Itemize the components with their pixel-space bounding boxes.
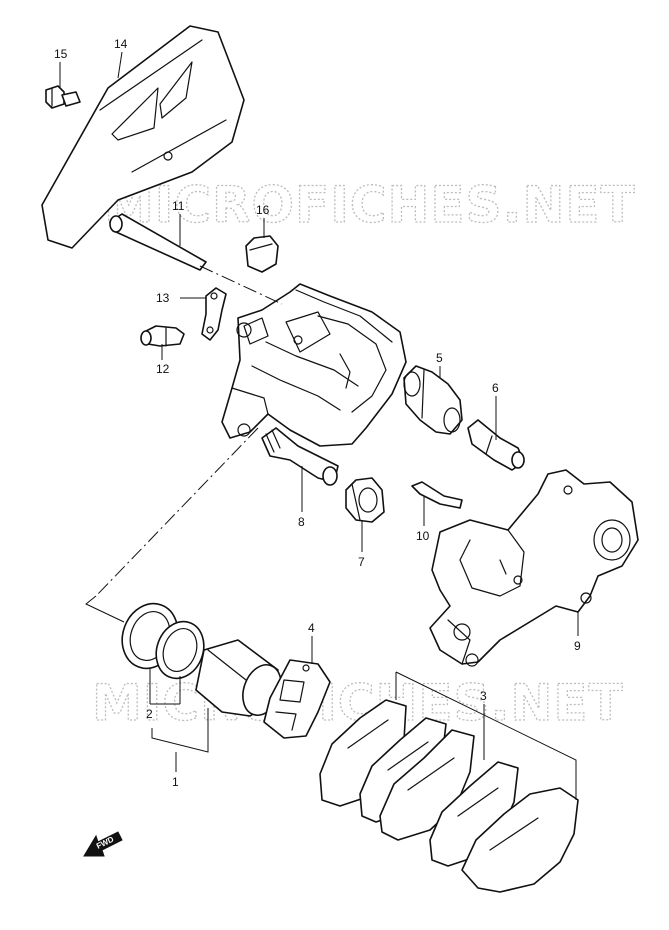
part-10-pad-spring[interactable] xyxy=(411,481,463,509)
callout-1: 1 xyxy=(172,775,179,789)
callout-8: 8 xyxy=(298,515,305,529)
part-9-caliper-bracket[interactable] xyxy=(429,469,639,667)
leader-14 xyxy=(117,51,123,79)
leader-bracket-1b xyxy=(151,708,209,753)
part-13-bleeder-cap[interactable] xyxy=(201,287,227,341)
callout-15: 15 xyxy=(54,47,68,61)
callout-2: 2 xyxy=(146,707,153,721)
caliper-body[interactable] xyxy=(221,283,407,447)
part-15-bolt[interactable] xyxy=(45,85,81,109)
callout-12: 12 xyxy=(156,362,170,376)
centerline-pin xyxy=(199,265,283,305)
callout-6: 6 xyxy=(492,381,499,395)
part-8-slide-pin[interactable] xyxy=(261,427,339,486)
callout-9: 9 xyxy=(574,639,581,653)
callout-5: 5 xyxy=(436,351,443,365)
part-7-boot[interactable] xyxy=(345,477,385,523)
part-5-boot[interactable] xyxy=(403,365,463,435)
part-16-cap[interactable] xyxy=(245,235,279,273)
fwd-arrow-icon: FWD xyxy=(83,831,123,857)
callout-16: 16 xyxy=(256,203,270,217)
leader-bracket-1 xyxy=(85,595,125,623)
callout-11: 11 xyxy=(172,199,185,213)
watermark-top: MICROFICHES.NET xyxy=(104,176,636,234)
leader-bracket-2 xyxy=(149,668,181,705)
callout-3: 3 xyxy=(480,689,487,703)
leader-bracket-3 xyxy=(395,671,577,800)
part-14-guard-plate[interactable] xyxy=(41,25,245,249)
centerline-piston xyxy=(95,427,259,597)
part-3-brake-pads[interactable] xyxy=(319,699,579,893)
callout-10: 10 xyxy=(416,529,430,543)
part-2-piston-seals[interactable] xyxy=(113,596,211,685)
callout-7: 7 xyxy=(358,555,365,569)
callout-13: 13 xyxy=(156,291,170,305)
part-12-bleeder-valve[interactable] xyxy=(140,325,185,347)
callout-14: 14 xyxy=(114,37,128,51)
callout-4: 4 xyxy=(308,621,315,635)
part-4-shim[interactable] xyxy=(263,659,331,739)
part-11-pad-pin[interactable] xyxy=(109,213,207,271)
part-6-slide-pin[interactable] xyxy=(467,419,525,471)
